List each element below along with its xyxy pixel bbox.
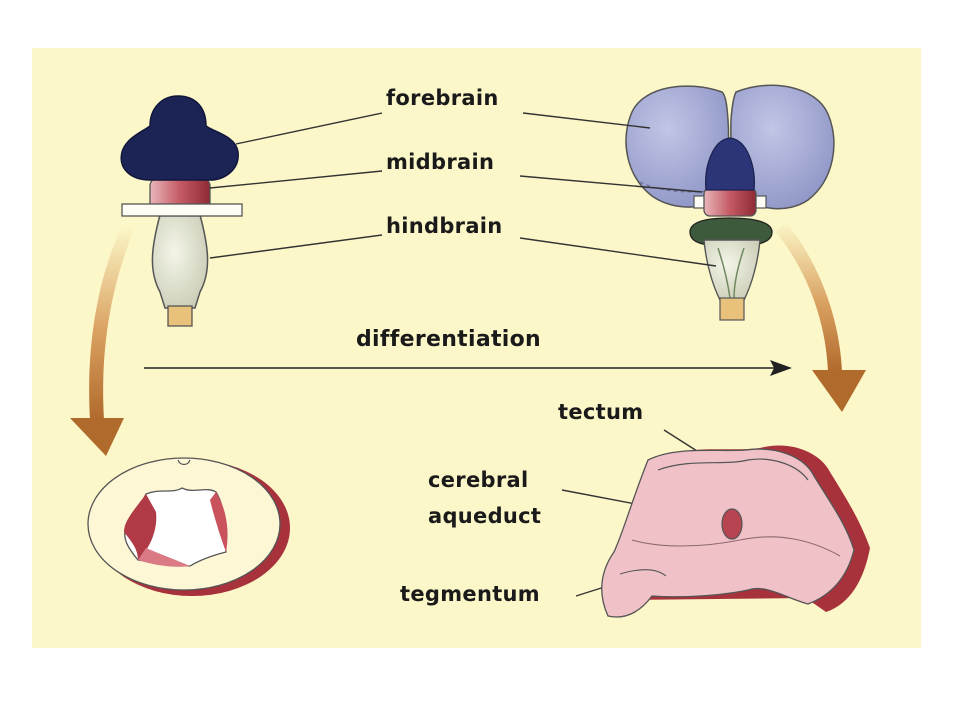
adult-spinal-cord — [719, 297, 745, 321]
label-differentiation: differentiation — [356, 327, 542, 352]
label-hindbrain: hindbrain — [386, 214, 503, 238]
label-tectum: tectum — [558, 400, 644, 424]
adult-brain — [625, 84, 835, 321]
label-cerebral: cerebral — [428, 468, 529, 492]
embryo-forebrain — [120, 95, 239, 181]
adult-cerebrum-left — [625, 85, 730, 208]
embryo-cross-section — [87, 457, 290, 596]
embryo-spinal-cord — [167, 305, 193, 327]
adult-diencephalon — [705, 137, 755, 191]
embryo-hindbrain — [151, 214, 209, 309]
embryo-neural-tube — [120, 95, 243, 327]
adult-cerebrum-right — [730, 84, 835, 210]
differentiation-arrow — [144, 360, 792, 376]
label-forebrain: forebrain — [386, 86, 499, 110]
left-curved-arrow — [70, 226, 134, 456]
adult-midbrain — [703, 187, 757, 217]
embryo-isthmus-ring — [121, 203, 243, 217]
adult-brainstem — [703, 239, 761, 301]
label-midbrain: midbrain — [386, 150, 495, 174]
cerebral-aqueduct-opening — [721, 508, 743, 540]
label-tegmentum: tegmentum — [400, 582, 540, 606]
label-aqueduct: aqueduct — [428, 504, 542, 528]
adult-midbrain-cross-section — [601, 445, 870, 618]
right-curved-arrow — [776, 222, 866, 412]
